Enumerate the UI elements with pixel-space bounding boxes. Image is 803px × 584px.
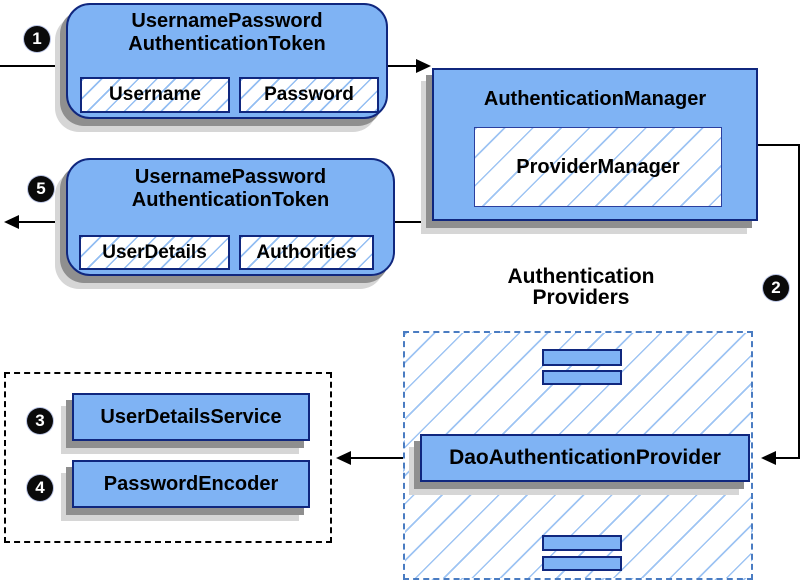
provider-placeholder-bar-top-2 xyxy=(542,370,622,385)
password-field-box: Password xyxy=(239,77,379,113)
providers-heading-line2: Providers xyxy=(532,286,630,309)
token-request-title-line1: UsernamePassword xyxy=(131,10,323,32)
provider-placeholder-bar-top-1 xyxy=(542,349,622,366)
step-badge-5: 5 xyxy=(28,176,54,202)
authorities-field-box: Authorities xyxy=(239,235,374,270)
provider-manager-box: ProviderManager xyxy=(474,127,722,207)
token-request-title: UsernamePassword AuthenticationToken xyxy=(68,5,386,56)
authentication-manager-box: AuthenticationManager ProviderManager xyxy=(432,68,758,221)
token-response-title: UsernamePassword AuthenticationToken xyxy=(68,160,393,212)
token-request-title-line2: AuthenticationToken xyxy=(128,33,326,55)
step-badge-4: 4 xyxy=(27,475,53,501)
step-badge-1: 1 xyxy=(24,26,50,52)
arrowhead-step2 xyxy=(761,451,776,465)
step-badge-2: 2 xyxy=(763,275,789,301)
providers-heading-line1: Authentication xyxy=(507,265,655,288)
token-response-title-line1: UsernamePassword xyxy=(134,166,327,188)
step-badge-3: 3 xyxy=(27,408,53,434)
authentication-manager-title: AuthenticationManager xyxy=(483,88,707,110)
username-field-box: Username xyxy=(80,77,230,113)
provider-placeholder-bar-bottom-2 xyxy=(542,556,622,571)
dao-authentication-provider-box: DaoAuthenticationProvider xyxy=(420,434,750,482)
username-password-token-request-box: UsernamePassword AuthenticationToken Use… xyxy=(66,3,388,119)
user-details-service-box: UserDetailsService xyxy=(72,393,310,441)
connector-step2 xyxy=(758,144,800,459)
username-password-token-response-box: UsernamePassword AuthenticationToken Use… xyxy=(66,158,395,276)
authentication-providers-heading: Authentication Providers xyxy=(451,266,711,308)
provider-placeholder-bar-bottom-1 xyxy=(542,535,622,551)
arrowhead-token-to-manager xyxy=(416,59,431,73)
userdetails-field-box: UserDetails xyxy=(79,235,230,270)
arrowhead-step5 xyxy=(4,215,19,229)
services-group-box xyxy=(4,372,332,543)
password-encoder-box: PasswordEncoder xyxy=(72,460,310,508)
arrowhead-dao-to-services xyxy=(336,451,351,465)
token-response-title-line2: AuthenticationToken xyxy=(131,189,330,211)
